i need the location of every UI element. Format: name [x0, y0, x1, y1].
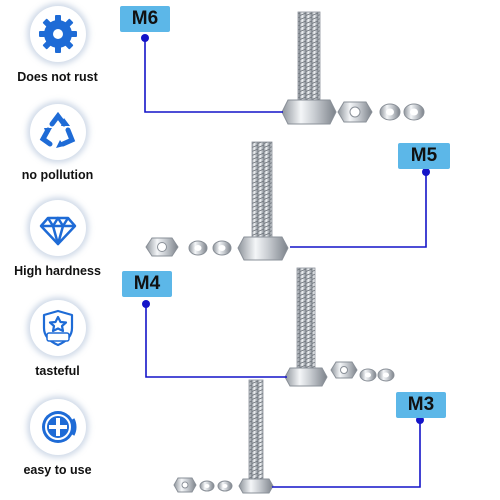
feature-does-not-rust: Does not rust [0, 6, 115, 84]
feature-label: High hardness [14, 264, 101, 278]
m5-callout-line [290, 172, 427, 248]
feature-tasteful: tasteful [0, 300, 115, 378]
vip-shield-icon [29, 300, 86, 356]
m5-size-badge: M5 [398, 143, 450, 169]
m5-screw [145, 141, 289, 261]
gear-icon [29, 6, 86, 62]
m5-callout-dot [422, 168, 430, 176]
m6-callout-dot [141, 34, 149, 42]
m6-callout-line [144, 38, 283, 113]
m6-screw [281, 11, 425, 125]
feature-label: Does not rust [17, 70, 98, 84]
m4-size-badge: M4 [122, 271, 172, 297]
feature-label: easy to use [23, 463, 92, 477]
m6-size-badge: M6 [120, 6, 170, 32]
feature-easy-to-use: easy to use [0, 399, 115, 477]
feature-no-pollution: no pollution [0, 104, 115, 182]
m4-callout-dot [142, 300, 150, 308]
diamond-icon [29, 200, 86, 256]
feature-label: no pollution [21, 168, 94, 182]
m3-callout-line [272, 420, 421, 488]
feature-label: tasteful [35, 364, 80, 378]
m3-screw [173, 379, 274, 494]
m3-callout-dot [416, 416, 424, 424]
m4-callout-line [145, 304, 287, 378]
recycle-icon [29, 104, 86, 160]
feature-high-hardness: High hardness [0, 200, 115, 278]
m4-screw [284, 267, 395, 387]
m3-size-badge: M3 [396, 392, 446, 418]
tool-icon [29, 399, 86, 455]
